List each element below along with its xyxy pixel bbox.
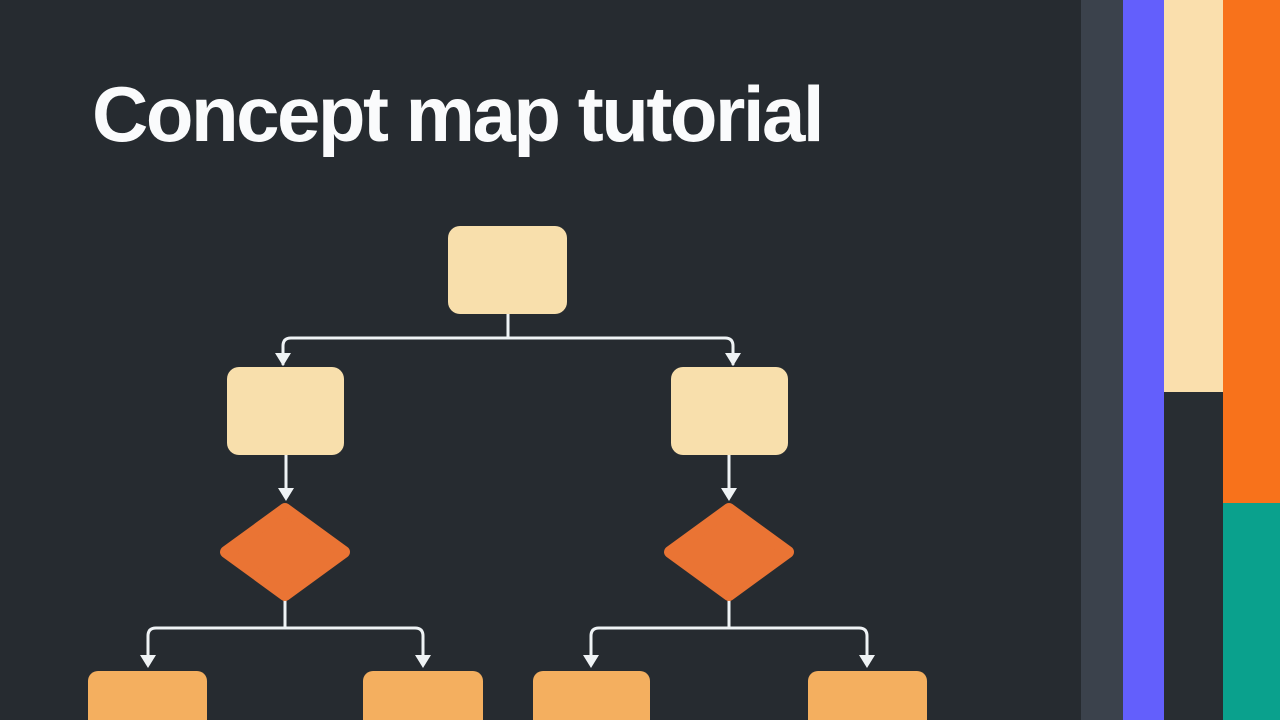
left-decision-node bbox=[220, 503, 350, 601]
connector-arrowhead bbox=[415, 655, 431, 668]
connector-arrowhead bbox=[725, 353, 741, 366]
stripe-cream-seg1 bbox=[1164, 0, 1223, 392]
leaf-node-1 bbox=[88, 671, 207, 720]
page-title: Concept map tutorial bbox=[92, 70, 825, 158]
right-topic-node bbox=[671, 367, 788, 455]
stripe-cream-seg2 bbox=[1164, 392, 1223, 720]
leaf-node-3 bbox=[533, 671, 650, 720]
leaf-node-2 bbox=[363, 671, 483, 720]
stripe-slate bbox=[1081, 0, 1123, 720]
stripe-orange-seg1 bbox=[1223, 0, 1280, 503]
connector-arrowhead bbox=[140, 655, 156, 668]
connector-arrowhead bbox=[721, 488, 737, 501]
right-decision-node bbox=[664, 503, 794, 601]
stripe-blue bbox=[1123, 0, 1164, 720]
leaf-node-4 bbox=[808, 671, 927, 720]
connector-arrowhead bbox=[278, 488, 294, 501]
root-topic-node bbox=[448, 226, 567, 314]
connector-arrowhead bbox=[275, 353, 291, 366]
right-decision-branch-connector bbox=[589, 626, 869, 666]
left-topic-node bbox=[227, 367, 344, 455]
connector-arrowhead bbox=[583, 655, 599, 668]
connector-arrowhead bbox=[859, 655, 875, 668]
left-decision-branch-connector bbox=[146, 626, 425, 666]
root-branch-connector bbox=[281, 336, 735, 366]
stripe-orange-seg2 bbox=[1223, 503, 1280, 720]
